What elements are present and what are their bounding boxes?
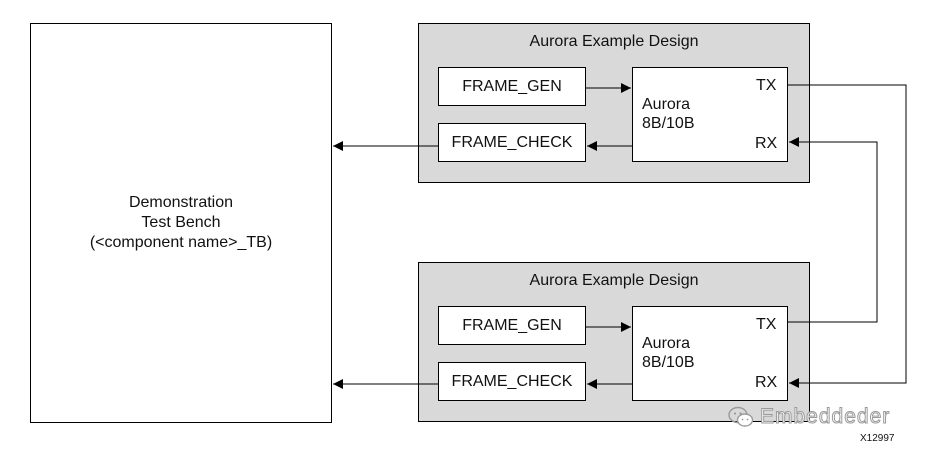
aurora-core-top [632, 67, 788, 162]
aurora-core-bottom [632, 306, 788, 401]
test-bench-line-3: (<component name>_TB) [89, 234, 273, 251]
watermark: Embeddeder [728, 405, 890, 429]
frame-gen-block-top: FRAME_GEN [438, 67, 586, 106]
design-title-bottom: Aurora Example Design [529, 272, 699, 289]
aurora-core-line-2-bottom: 8B/10B [642, 354, 695, 371]
figure-id: X12997 [860, 433, 895, 444]
rx-port-label-top: RX [755, 135, 778, 152]
aurora-core-line-1-top: Aurora [642, 96, 691, 113]
frame-check-block-bottom: FRAME_CHECK [438, 362, 586, 401]
test-bench-line-1: Demonstration [128, 194, 234, 211]
tx-port-label-top: TX [756, 77, 777, 94]
test-bench-line-2: Test Bench [141, 214, 221, 231]
wire-tx-bottom-to-rx-top [788, 137, 878, 323]
aurora-core-label-top: Aurora 8B/10B [642, 95, 694, 133]
watermark-text: Embeddeder [759, 405, 891, 429]
tx-port-label-bottom: TX [756, 316, 777, 333]
aurora-core-line-2-top: 8B/10B [642, 115, 695, 132]
rx-port-label-bottom: RX [755, 374, 778, 391]
test-bench-label: Demonstration Test Bench (<component nam… [30, 193, 332, 253]
design-title-top: Aurora Example Design [529, 33, 699, 50]
test-bench-box [30, 23, 332, 423]
frame-gen-block-bottom: FRAME_GEN [438, 306, 586, 345]
wire-tx-top-to-rx-bottom [788, 84, 907, 388]
aurora-core-line-1-bottom: Aurora [642, 335, 691, 352]
aurora-core-label-bottom: Aurora 8B/10B [642, 334, 694, 372]
frame-check-block-top: FRAME_CHECK [438, 123, 586, 162]
wechat-icon [728, 406, 754, 427]
